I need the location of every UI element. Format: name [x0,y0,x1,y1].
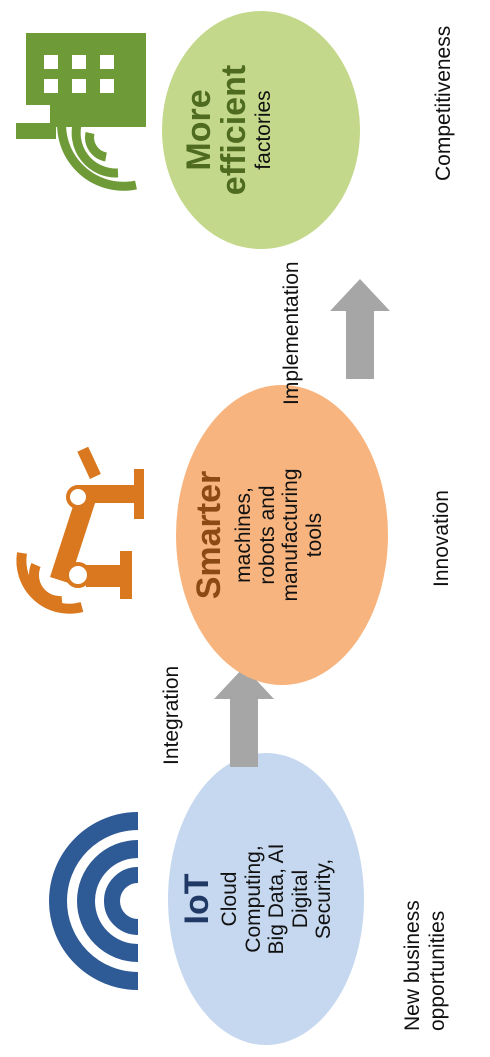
smarter-text-block: Smarter machines, robots and manufacturi… [190,385,326,685]
smarter-line: tools [302,512,326,558]
wifi-arc [104,867,139,935]
caption-new-business: New business opportunities [401,900,450,1031]
iot-line: Big Data, AI [265,843,289,955]
efficient-text-block: More efficient factories [180,11,276,249]
robot-arm-icon [16,446,144,614]
wifi-arc [77,840,139,962]
up-arrow-icon [330,279,390,379]
iot-line: Security, [312,858,336,940]
efficient-title-line: More [180,89,218,171]
efficient-line: factories [252,90,276,170]
iot-line: Cloud [218,871,242,927]
caption-competitiveness: Competitiveness [432,25,455,181]
efficient-title-line: efficient [214,64,253,196]
iot-title: IoT [178,873,216,925]
label-implementation: Implementation [280,261,303,405]
iot-line: Computing, [241,845,265,953]
smarter-line: manufacturing [279,468,303,602]
iot-line: Digital [288,869,312,929]
smarter-title: Smarter [190,470,228,600]
iot-text-block: IoT Cloud Computing, Big Data, AI Digita… [178,753,336,1045]
wifi-signal-icon [49,812,139,990]
label-integration: Integration [160,665,183,765]
smarter-line: robots and [255,485,279,585]
caption-innovation: Innovation [430,490,453,587]
wifi-arc [49,812,139,990]
factory-icon [16,33,146,191]
up-arrow-icon [214,667,274,767]
smarter-line: machines, [232,487,256,583]
